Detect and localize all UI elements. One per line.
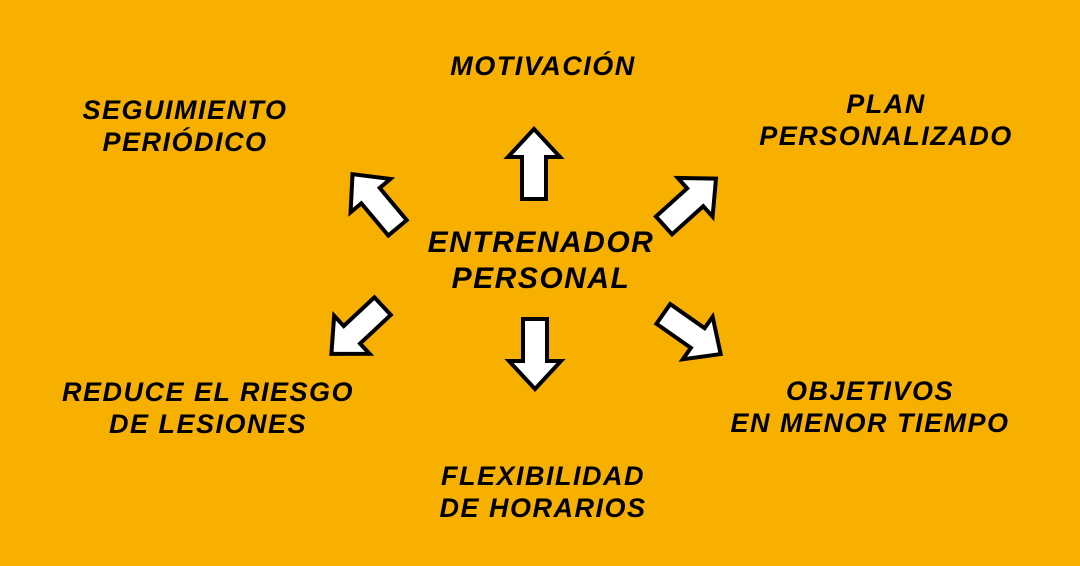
label-line: MOTIVACIÓN <box>450 51 636 81</box>
label-reduce: REDUCE EL RIESGO DE LESIONES <box>62 376 354 440</box>
label-line: EN MENOR TIEMPO <box>730 408 1010 438</box>
arrow-up-right-icon <box>644 157 736 247</box>
label-line: FLEXIBILIDAD <box>441 461 645 491</box>
label-line: DE LESIONES <box>108 409 308 439</box>
label-plan: PLAN PERSONALIZADO <box>759 88 1013 152</box>
label-line: PERIÓDICO <box>102 127 268 157</box>
label-line: REDUCE EL RIESGO <box>61 377 355 407</box>
label-line: OBJETIVOS <box>785 376 955 406</box>
label-line: DE HORARIOS <box>439 493 647 523</box>
center-line-1: ENTRENADOR <box>427 226 655 259</box>
label-line: PERSONALIZADO <box>759 121 1013 151</box>
center-label: ENTRENADOR PERSONAL <box>428 225 655 297</box>
label-line: SEGUIMIENTO <box>82 95 288 125</box>
center-line-2: PERSONAL <box>451 262 631 295</box>
label-line: PLAN <box>846 89 926 119</box>
arrow-down-left-icon <box>311 285 403 375</box>
label-motivacion: MOTIVACIÓN <box>450 50 636 82</box>
label-flexibilidad: FLEXIBILIDAD DE HORARIOS <box>439 460 646 524</box>
arrow-up-icon <box>506 127 562 201</box>
arrow-up-left-icon <box>330 155 420 247</box>
label-objetivos: OBJETIVOS EN MENOR TIEMPO <box>730 375 1009 439</box>
arrow-down-right-icon <box>646 290 738 378</box>
label-seguimiento: SEGUIMIENTO PERIÓDICO <box>82 94 287 158</box>
arrow-down-icon <box>507 317 563 391</box>
